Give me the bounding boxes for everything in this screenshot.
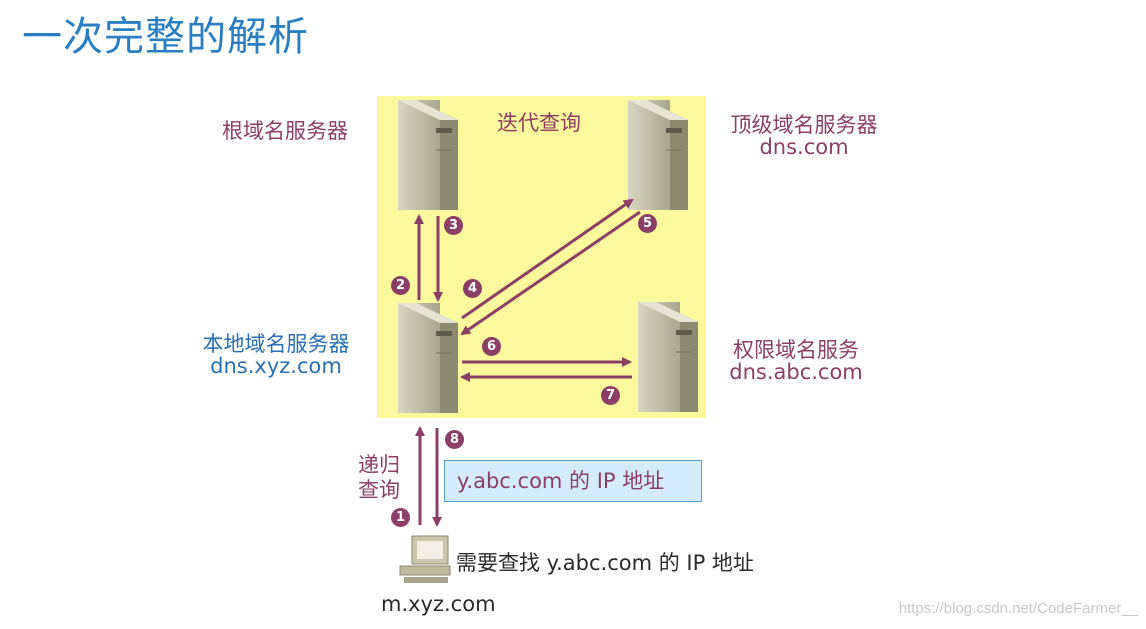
client-domain-label: m.xyz.com [381, 592, 496, 616]
client-computer-icon [399, 535, 451, 583]
local-server-icon [398, 303, 458, 413]
tld-server-icon [628, 100, 688, 210]
step-badge-6: 6 [482, 337, 501, 356]
recursive-query-label: 递归 查询 [358, 453, 400, 503]
recursive-line-2: 查询 [358, 478, 400, 502]
iterative-query-label: 迭代查询 [497, 111, 581, 135]
watermark-text: https://blog.csdn.net/CodeFarmer__ [898, 600, 1138, 617]
step-badge-1: 1 [391, 508, 410, 527]
local-server-text: 本地域名服务器 dns.xyz.com [186, 333, 366, 377]
root-server-label: 根域名服务器 [222, 119, 348, 143]
arrow-step-4 [461, 198, 634, 320]
step-badge-5: 5 [638, 214, 657, 233]
step-badge-7: 7 [601, 386, 620, 405]
step-badge-3: 3 [444, 216, 463, 235]
auth-server-domain: dns.abc.com [729, 360, 863, 384]
tld-server-domain: dns.com [759, 135, 849, 159]
auth-server-icon [638, 302, 698, 412]
tld-server-text: 顶级域名服务器 dns.com [716, 114, 892, 158]
tld-server-label: 顶级域名服务器 [730, 113, 878, 137]
step-badge-4: 4 [463, 279, 482, 298]
recursive-line-1: 递归 [358, 453, 400, 477]
auth-server-text: 权限域名服务 dns.abc.com [716, 339, 876, 383]
answer-box: y.abc.com 的 IP 地址 [444, 460, 702, 502]
local-server-domain: dns.xyz.com [210, 354, 342, 378]
step-badge-2: 2 [391, 276, 410, 295]
root-server-icon [398, 100, 458, 210]
local-server-label: 本地域名服务器 [202, 332, 350, 356]
arrow-step-5 [460, 210, 641, 336]
auth-server-label: 权限域名服务 [733, 338, 859, 362]
step-badge-8: 8 [445, 430, 464, 449]
client-task-label: 需要查找 y.abc.com 的 IP 地址 [456, 551, 754, 575]
page-title: 一次完整的解析 [22, 14, 309, 60]
